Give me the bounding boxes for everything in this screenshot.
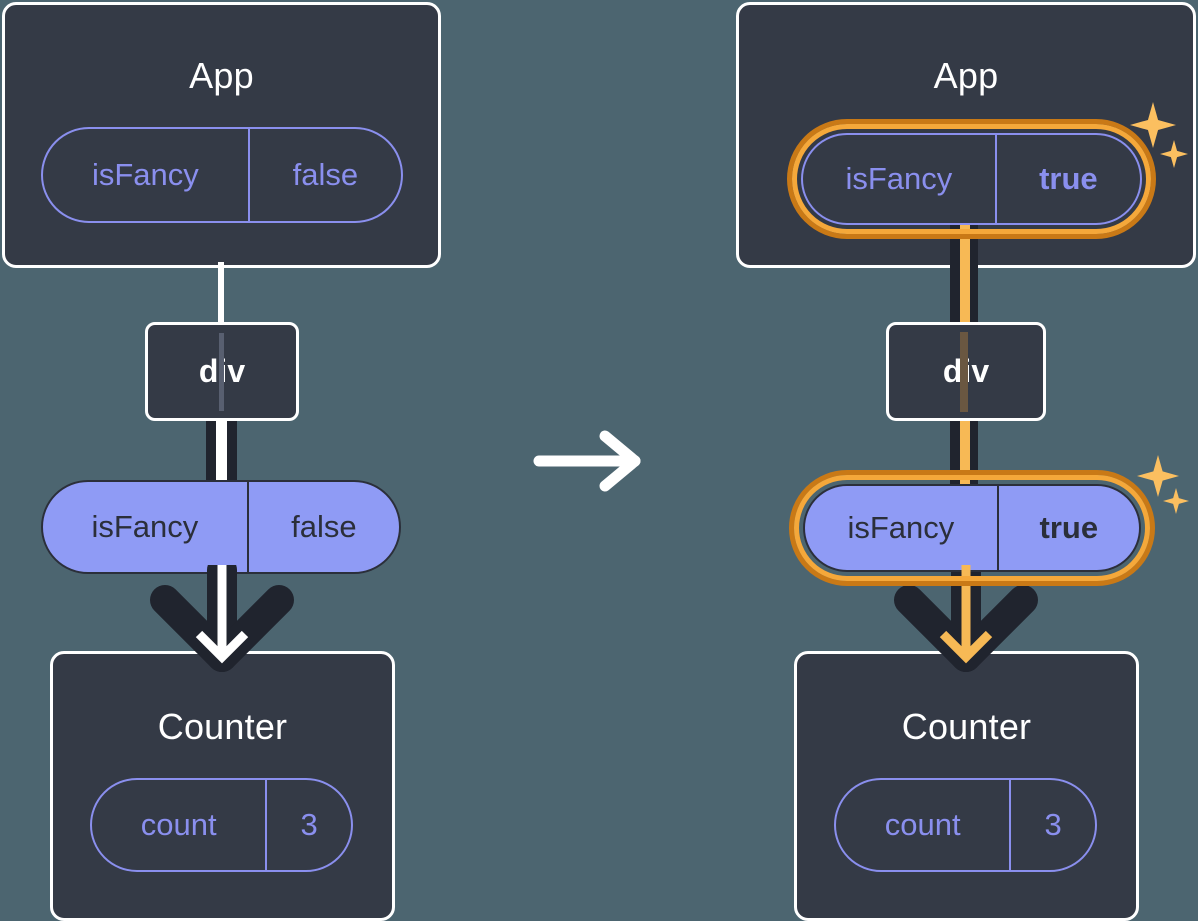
arrow-right-icon: [533, 430, 641, 492]
prop-pill-isfancy-before[interactable]: isFancy false: [41, 480, 401, 574]
connector-div-to-prop-dark-right-before: [227, 415, 237, 487]
panel-counter-before: Counter: [50, 651, 395, 921]
pill-key-label: isFancy: [847, 510, 955, 545]
connector-through-div-after: [960, 332, 968, 412]
panel-title-counter-before: Counter: [157, 706, 288, 747]
arrow-prop-to-counter-inner-after: [939, 565, 993, 664]
state-pill-count-counter-before[interactable]: count 3: [90, 778, 353, 872]
panel-title-app-before: App: [189, 55, 254, 96]
pill-value-label: false: [246, 482, 399, 572]
connector-div-to-prop-dark-left-before: [206, 415, 216, 487]
pill-key-label: count: [140, 807, 217, 842]
state-pill-count-counter-after[interactable]: count 3: [834, 778, 1097, 872]
pill-value-label: true: [994, 135, 1140, 223]
connector-app-to-div-highlight-after: [960, 224, 970, 329]
arrow-prop-to-counter-inner-before: [195, 565, 249, 664]
pill-key-label: isFancy: [845, 161, 953, 196]
pill-value-label: 3: [265, 780, 351, 870]
connector-through-div-before: [219, 333, 224, 411]
connector-app-to-div-before: [218, 262, 224, 326]
pill-value-label: false: [247, 129, 401, 221]
connector-div-to-prop-highlight-after: [960, 414, 970, 490]
sparkle-small-prop-after: [1163, 488, 1189, 514]
state-pill-isfancy-app-after[interactable]: isFancy true: [801, 133, 1142, 225]
panel-title-app-after: App: [933, 55, 999, 96]
pill-value-label: true: [996, 486, 1139, 570]
pill-key-label: count: [884, 807, 961, 842]
state-pill-isfancy-app-before[interactable]: isFancy false: [41, 127, 403, 223]
prop-pill-isfancy-after[interactable]: isFancy true: [803, 484, 1141, 572]
pill-key-label: isFancy: [91, 157, 199, 192]
sparkle-large-prop-after: [1137, 455, 1179, 497]
pill-key-label: isFancy: [91, 509, 199, 544]
connector-div-to-prop-light-before: [216, 415, 227, 487]
panel-title-counter-after: Counter: [901, 706, 1032, 747]
pill-value-label: 3: [1009, 780, 1095, 870]
